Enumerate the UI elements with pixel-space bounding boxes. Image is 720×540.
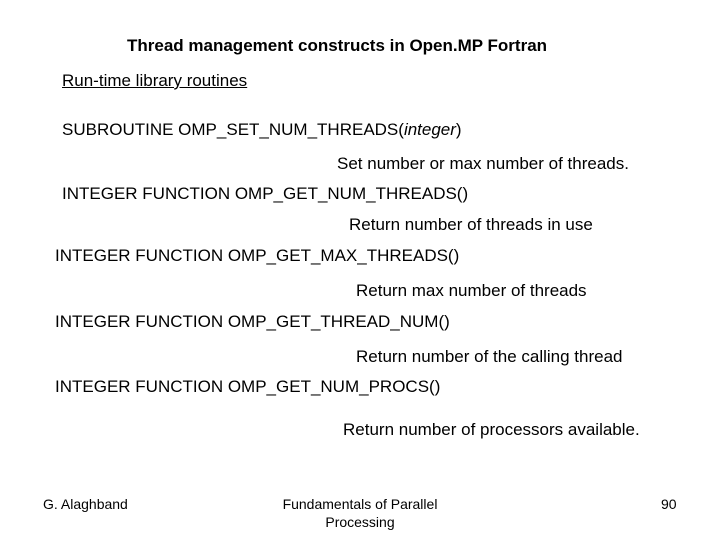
routine-signature-get-thread-num: INTEGER FUNCTION OMP_GET_THREAD_NUM() [55,312,450,331]
routine-description-get-num-procs: Return number of processors available. [343,420,640,439]
routine-signature-get-num-threads: INTEGER FUNCTION OMP_GET_NUM_THREADS() [62,184,469,203]
signature-argument: integer [403,120,456,139]
footer-course: Fundamentals of Parallel Processing [282,496,438,530]
signature-prefix: SUBROUTINE OMP_SET_NUM_THREADS( [62,120,404,139]
routine-signature-get-num-procs: INTEGER FUNCTION OMP_GET_NUM_PROCS() [55,377,441,396]
slide-title: Thread management constructs in Open.MP … [127,36,548,55]
routine-signature-set-num-threads: SUBROUTINE OMP_SET_NUM_THREADS(integer) [62,121,462,138]
routine-description-get-max-threads: Return max number of threads [356,281,587,300]
footer-author: G. Alaghband [43,496,128,512]
routine-description-get-num-threads: Return number of threads in use [349,215,593,234]
routine-signature-get-max-threads: INTEGER FUNCTION OMP_GET_MAX_THREADS() [55,246,460,265]
signature-suffix: ) [455,120,462,139]
routine-description-get-thread-num: Return number of the calling thread [356,347,623,366]
routine-description-set-num-threads: Set number or max number of threads. [337,154,629,173]
slide-subtitle: Run-time library routines [62,71,248,90]
footer-page-number: 90 [661,496,677,512]
